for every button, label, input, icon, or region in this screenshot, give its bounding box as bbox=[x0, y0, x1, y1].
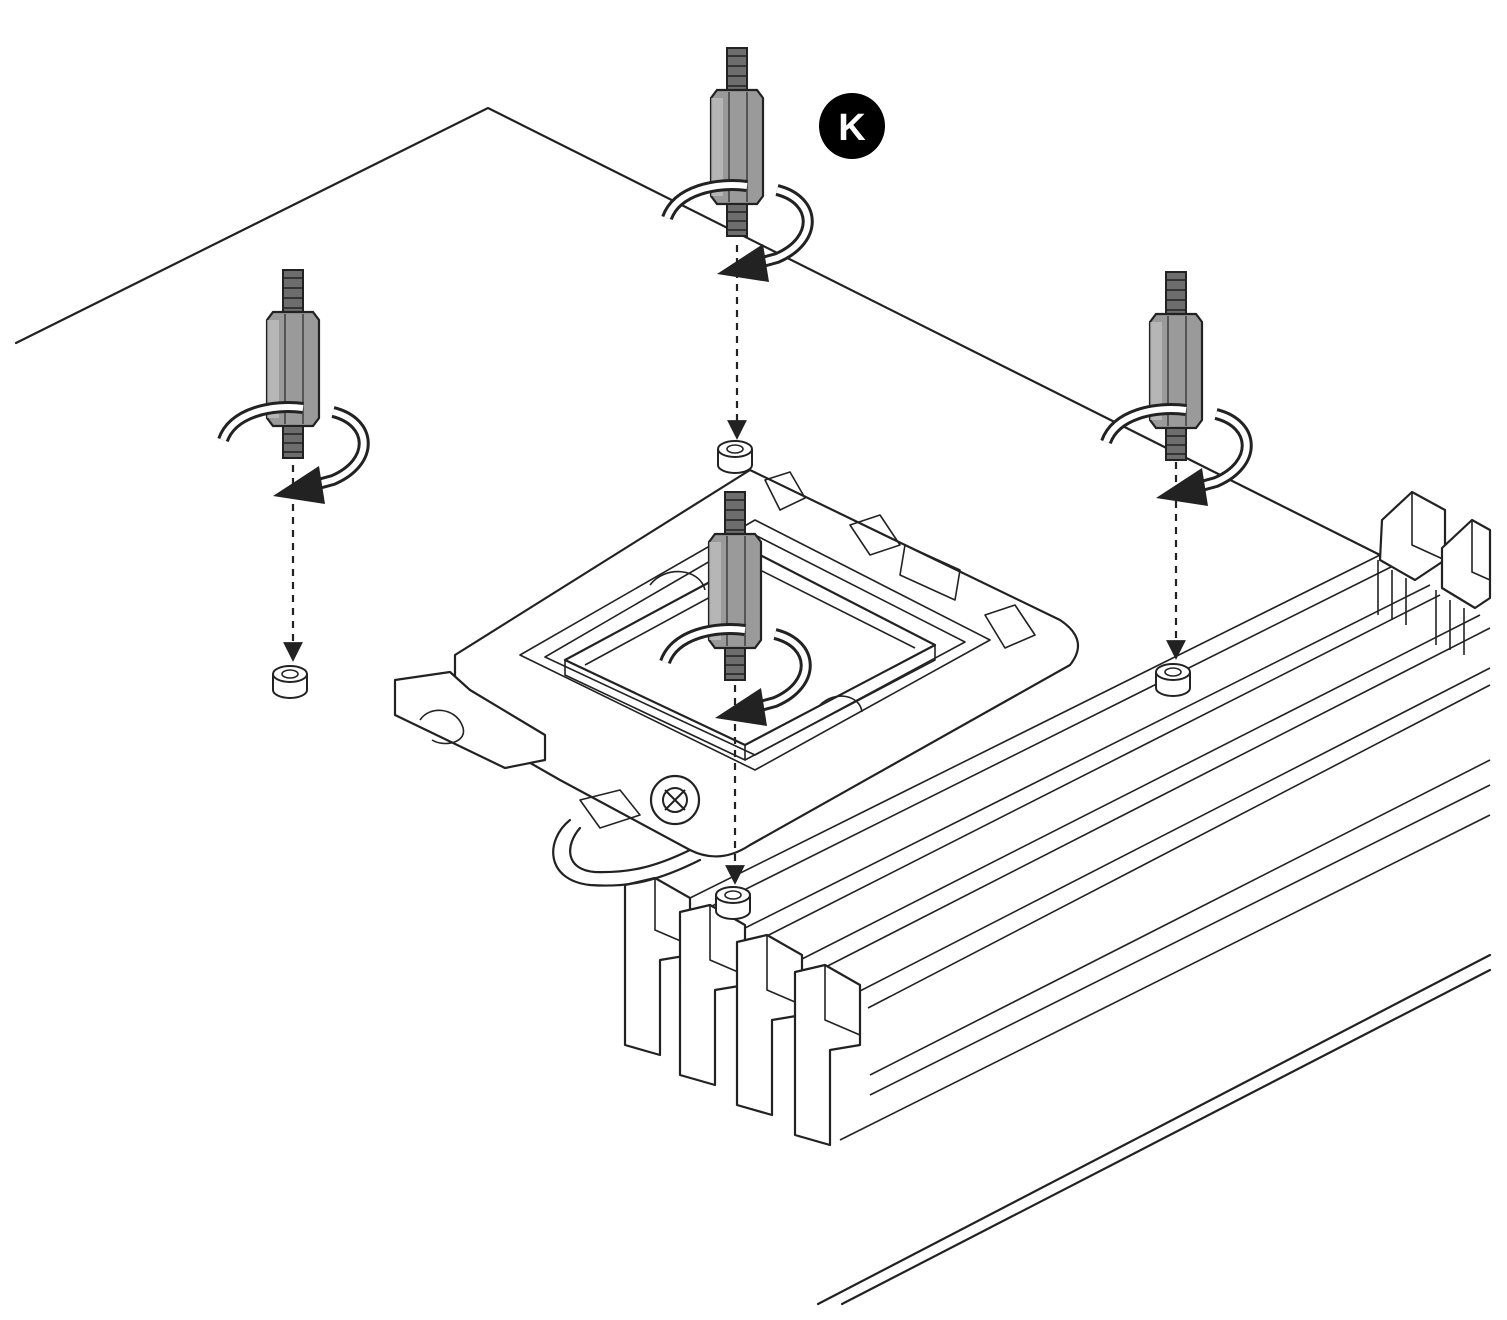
standoff-hole-near bbox=[715, 886, 751, 920]
step-badge: K bbox=[819, 93, 885, 159]
memory-slot-latch-1 bbox=[623, 876, 692, 1057]
memory-slot-latch-4 bbox=[793, 963, 862, 1147]
memory-slot-back-latch-2 bbox=[1435, 518, 1492, 655]
memory-slot-latch-3 bbox=[735, 933, 804, 1117]
memory-slot-back-latch-1 bbox=[1377, 490, 1447, 625]
standoff-hole-rear bbox=[717, 440, 753, 474]
step-label: K bbox=[838, 107, 866, 149]
motherboard-outline bbox=[14, 106, 1492, 1306]
memory-slot-latch-2 bbox=[678, 903, 747, 1087]
cpu-socket bbox=[393, 468, 1080, 887]
standoff-hole-front-left bbox=[272, 665, 308, 699]
standoff-hole-front-right bbox=[1155, 663, 1191, 697]
memory-slots bbox=[623, 490, 1492, 1147]
standoff-screw-right bbox=[1106, 270, 1247, 506]
